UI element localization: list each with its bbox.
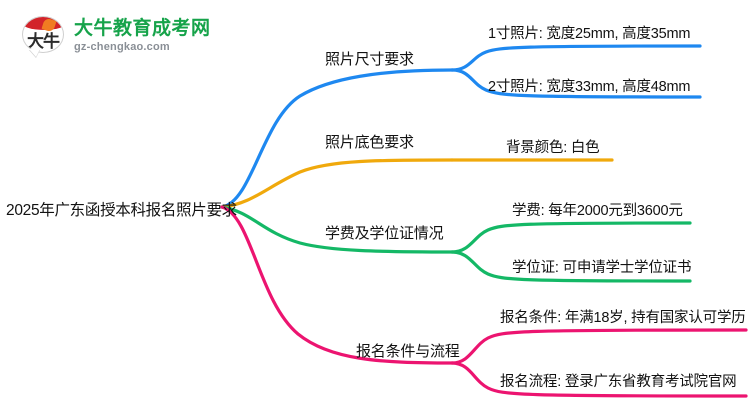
edge-branch-4-to-leaf-1 [450,328,748,365]
logo-title: 大牛教育成考网 [74,18,211,39]
logo-mark-character: 大牛 [27,32,60,51]
mindmap-branch-node-3: 学费及学位证情况 [325,225,444,242]
mindmap-branch-node-4: 报名条件与流程 [356,343,460,360]
mindmap-leaf-node-3-1: 学费: 每年2000元到3600元 [512,203,683,219]
logo-bubble-icon: 大牛 [22,15,66,57]
mindmap-leaf-node-4-2: 报名流程: 登录广东省教育考试院官网 [500,374,737,390]
logo-subtitle: gz-chengkao.com [74,41,170,53]
mindmap-leaf-node-2-1: 背景颜色: 白色 [506,140,600,156]
mindmap-leaf-node-1-2: 2寸照片: 宽度33mm, 高度48mm [488,79,691,95]
site-logo: 大牛 大牛教育成考网 gz-chengkao.com [22,12,232,60]
mindmap-branch-node-2: 照片底色要求 [325,134,414,151]
mindmap-root-node: 2025年广东函授本科报名照片要求 [6,202,237,219]
logo-bubble-shape: 大牛 [22,16,64,53]
mindmap-leaf-node-1-1: 1寸照片: 宽度25mm, 高度35mm [488,26,691,42]
logo-text-group: 大牛教育成考网 gz-chengkao.com [74,19,211,53]
mindmap-branch-node-1: 照片尺寸要求 [325,51,414,68]
mindmap-leaf-node-3-2: 学位证: 可申请学士学位证书 [512,260,692,276]
edge-branch-3-to-leaf-1 [450,221,692,254]
edge-root-to-branch-2 [220,158,454,209]
edge-branch-1-to-leaf-1 [450,44,702,72]
logo-bubble-tail [29,49,40,57]
mindmap-leaf-node-4-1: 报名条件: 年满18岁, 持有国家认可学历 [500,310,746,326]
